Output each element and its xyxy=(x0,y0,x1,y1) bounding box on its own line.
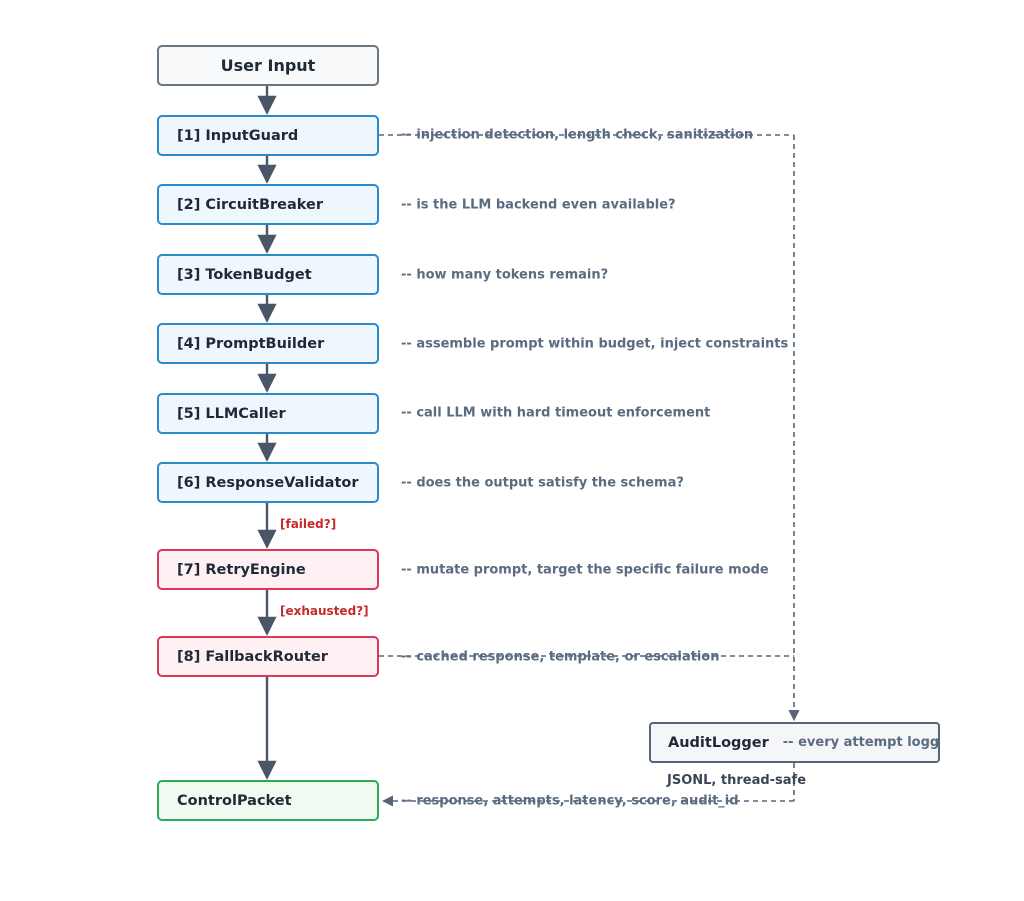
stage-label: [8] FallbackRouter xyxy=(177,648,328,665)
stage-note: -- does the output satisfy the schema? xyxy=(401,475,684,491)
user-input-label: User Input xyxy=(220,56,316,75)
stage-label: [7] RetryEngine xyxy=(177,561,306,578)
stage-note: -- is the LLM backend even available? xyxy=(401,197,676,213)
user-input-node: User Input xyxy=(157,45,379,86)
stage-note: -- cached response, template, or escalat… xyxy=(401,649,720,665)
condition-exhausted: [exhausted?] xyxy=(280,604,369,618)
stage-fallback-router: [8] FallbackRouter xyxy=(157,636,379,677)
audit-logger-node: AuditLogger -- every attempt logged to xyxy=(649,722,940,763)
audit-logger-note: -- every attempt logged to xyxy=(782,735,940,750)
stage-note: -- assemble prompt within budget, inject… xyxy=(401,336,789,352)
audit-logger-note-continued: JSONL, thread-safe xyxy=(667,773,807,788)
stage-note: -- injection detection, length check, sa… xyxy=(401,127,754,143)
stage-prompt-builder: [4] PromptBuilder xyxy=(157,323,379,364)
stage-llm-caller: [5] LLMCaller xyxy=(157,393,379,434)
stage-label: [2] CircuitBreaker xyxy=(177,196,324,213)
stage-label: [4] PromptBuilder xyxy=(177,335,325,352)
stage-retry-engine: [7] RetryEngine xyxy=(157,549,379,590)
stage-note: -- how many tokens remain? xyxy=(401,267,609,283)
audit-logger-label: AuditLogger xyxy=(668,734,769,751)
stage-label: [3] TokenBudget xyxy=(177,266,312,283)
stage-circuit-breaker: [2] CircuitBreaker xyxy=(157,184,379,225)
stage-label: [5] LLMCaller xyxy=(177,405,286,422)
stage-response-validator: [6] ResponseValidator xyxy=(157,462,379,503)
control-packet-label: ControlPacket xyxy=(177,792,292,809)
stage-note: -- call LLM with hard timeout enforcemen… xyxy=(401,405,711,421)
stage-token-budget: [3] TokenBudget xyxy=(157,254,379,295)
control-packet-note: -- response, attempts, latency, score, a… xyxy=(401,793,739,809)
stage-label: [6] ResponseValidator xyxy=(177,474,359,491)
stage-note: -- mutate prompt, target the specific fa… xyxy=(401,562,769,578)
condition-failed: [failed?] xyxy=(280,517,337,531)
control-packet-node: ControlPacket xyxy=(157,780,379,821)
stage-input-guard: [1] InputGuard xyxy=(157,115,379,156)
stage-label: [1] InputGuard xyxy=(177,127,299,144)
